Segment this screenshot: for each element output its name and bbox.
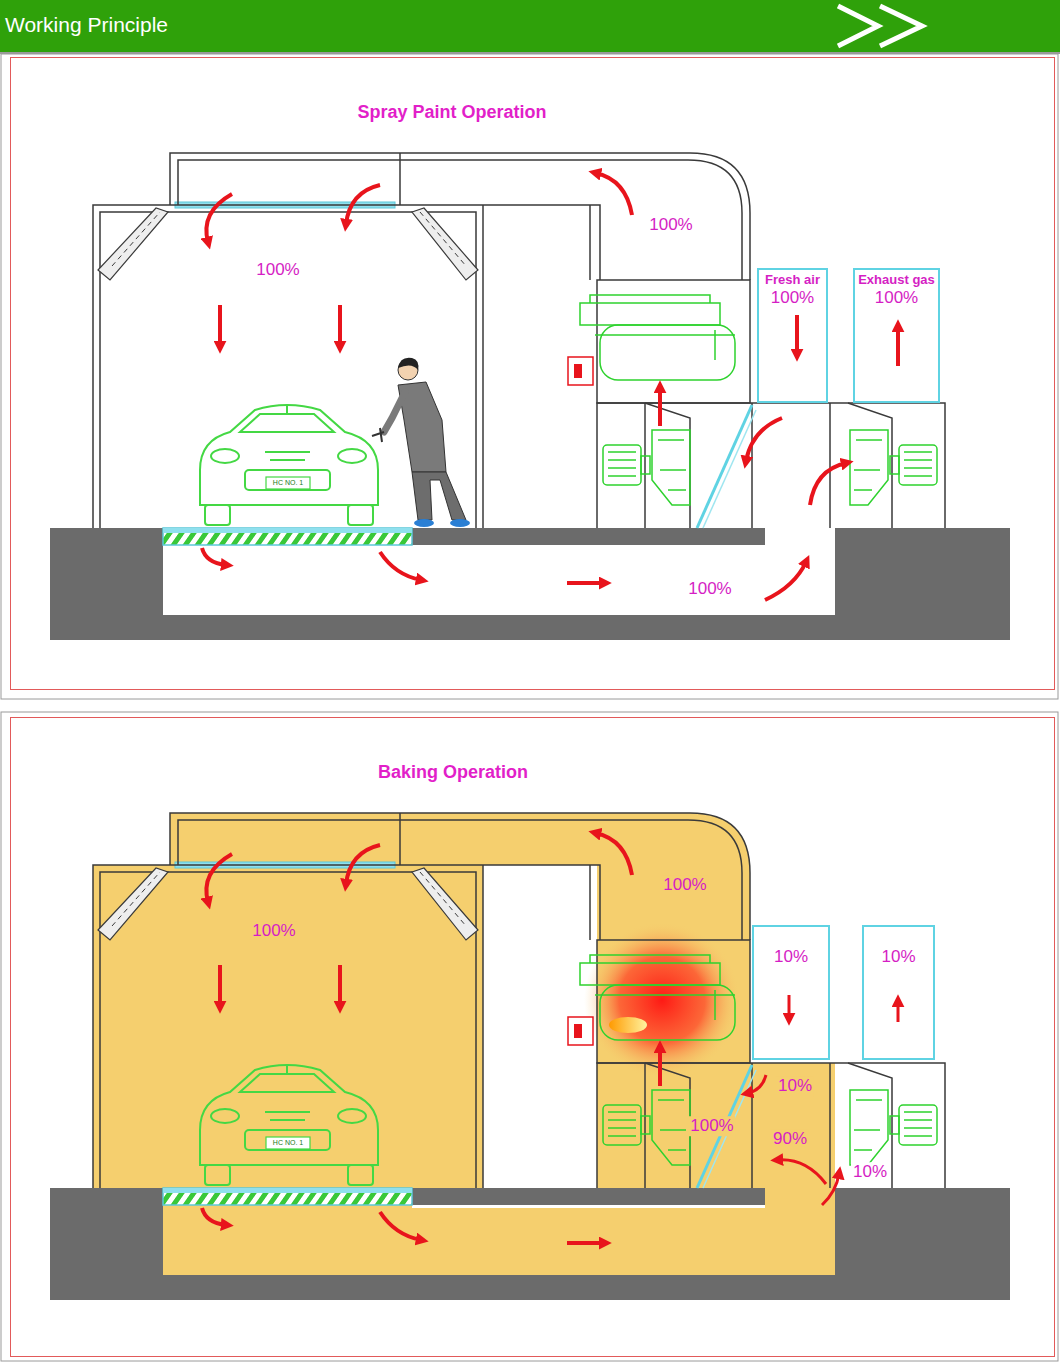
panel-frame — [1, 54, 1058, 699]
air-duct: Exhaust gas100% — [853, 268, 940, 403]
heated-air-fill — [93, 865, 483, 1188]
painter-figure — [412, 472, 466, 520]
airflow-arrows — [748, 995, 898, 1205]
spray-scene — [50, 153, 1010, 640]
painter-figure — [414, 519, 434, 527]
flow-percent: 100% — [661, 875, 708, 895]
page-title: Working Principle — [5, 13, 168, 36]
airflow-arrows — [810, 463, 846, 505]
painter-figure — [398, 358, 418, 370]
airflow-arrows — [202, 173, 660, 583]
panel-title: Spray Paint Operation — [357, 102, 546, 123]
panel-frame — [1, 712, 1058, 1361]
duct-heading: Exhaust gas — [855, 272, 938, 288]
airflow-arrows — [778, 1160, 826, 1184]
operation-panel: Spray Paint OperationFresh air100%Exhaus… — [10, 57, 1055, 690]
air-duct: 10% — [862, 925, 935, 1060]
flow-percent: 10% — [864, 947, 933, 967]
airflow-arrows — [202, 833, 660, 1243]
airflow-arrows — [896, 327, 900, 366]
flow-percent: 10% — [754, 947, 828, 967]
airflow-arrows — [897, 1002, 900, 1022]
flow-percent: 100% — [686, 579, 733, 599]
heated-air-fill — [597, 1063, 835, 1188]
flow-percent: 100% — [647, 215, 694, 235]
painter-figure — [384, 392, 405, 432]
flow-percent: 100% — [759, 288, 826, 308]
booth-structure — [50, 813, 1010, 1300]
painter-figure — [372, 358, 470, 527]
baking-scene — [50, 813, 1010, 1300]
header-bar — [0, 0, 1060, 52]
plate-text: HC NO. 1 — [272, 479, 304, 487]
airflow-arrows — [746, 418, 782, 461]
air-duct: 10% — [752, 925, 830, 1060]
painter-figure — [450, 519, 470, 527]
car-outline — [200, 1065, 378, 1185]
panel-title: Baking Operation — [378, 762, 528, 783]
header-bar — [838, 6, 878, 46]
burner-flame — [609, 1017, 647, 1033]
airflow-arrows — [746, 315, 898, 600]
duct-heading: Fresh air — [759, 272, 826, 288]
flow-percent: 100% — [250, 921, 297, 941]
airflow-arrows — [795, 315, 799, 354]
air-duct: Fresh air100% — [757, 268, 828, 403]
airflow-arrows — [788, 995, 791, 1018]
car-outline — [200, 405, 378, 525]
flow-percent: 10% — [776, 1076, 814, 1096]
flow-percent: 100% — [254, 260, 301, 280]
flow-percent: 100% — [855, 288, 938, 308]
flow-percent: 10% — [851, 1162, 889, 1182]
flow-percent: 100% — [688, 1116, 735, 1136]
operation-panel: Baking Operation 10% 10% — [10, 717, 1055, 1357]
header-bar — [0, 0, 1060, 54]
airflow-arrows — [822, 1174, 839, 1205]
airflow-arrows — [765, 562, 806, 600]
booth-structure — [50, 153, 1010, 640]
painter-figure — [372, 428, 384, 442]
airflow-arrows — [748, 1075, 766, 1093]
plate-text: HC NO. 1 — [272, 1139, 304, 1147]
header-bar — [880, 6, 922, 46]
flow-percent: 90% — [771, 1129, 809, 1149]
